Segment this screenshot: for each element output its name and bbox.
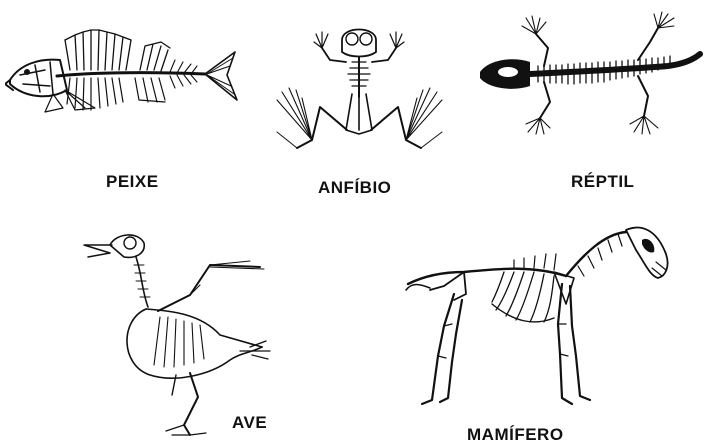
- reptile-skeleton-image: [478, 8, 703, 138]
- amphibian-label: ANFÍBIO: [318, 178, 391, 198]
- mammal-skeleton-image: [404, 214, 700, 414]
- reptile-label: RÉPTIL: [571, 172, 634, 192]
- mammal-label: MAMÍFERO: [467, 425, 564, 445]
- amphibian-skeleton-image: [272, 12, 447, 150]
- fish-skeleton-image: [5, 20, 240, 120]
- bird-label: AVE: [232, 413, 267, 433]
- bird-skeleton-image: [80, 225, 280, 440]
- fish-label: PEIXE: [106, 172, 159, 192]
